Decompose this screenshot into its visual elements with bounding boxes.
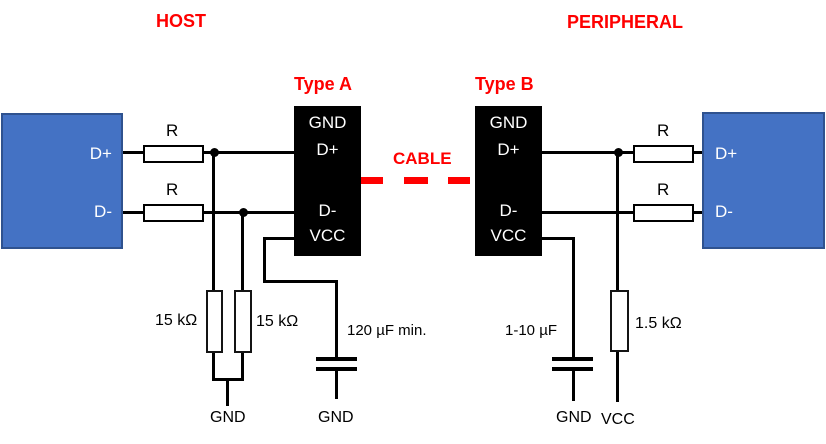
bypass-capacitor-value: 1-10 µF	[505, 322, 557, 339]
wire-typea-vcc	[263, 237, 266, 283]
wire-pulldown-left-top	[212, 153, 215, 290]
wire-peripheral-dplus	[542, 151, 633, 154]
bulk-capacitor-plate	[316, 357, 357, 361]
type-b-title: Type B	[475, 74, 534, 94]
bulk-capacitor-value: 120 µF min.	[347, 322, 427, 339]
type-b-pin-vcc: VCC	[490, 226, 527, 245]
bulk-capacitor-plate	[316, 367, 357, 371]
type-a-pin-gnd: GND	[308, 113, 347, 132]
type-a-title: Type A	[294, 74, 353, 94]
type-b-pin-dplus: D+	[497, 140, 520, 159]
wire-bulk-cap-gnd	[335, 371, 338, 399]
wire-typea-vcc	[335, 280, 338, 358]
type-a-pin-dminus: D-	[318, 201, 337, 220]
type-a-pin-vcc: VCC	[309, 226, 346, 245]
junction-dot-peripheral-dplus	[614, 148, 623, 157]
peripheral-device-block: D+ D-	[702, 112, 825, 249]
type-b-pin-dminus: D-	[499, 201, 518, 220]
pulldown-resistor-left	[206, 290, 223, 353]
wire-peripheral-dplus	[693, 151, 702, 154]
wire-host-dminus	[204, 211, 294, 214]
host-device-block: D+ D-	[1, 113, 123, 249]
peripheral-series-resistor-bottom	[633, 204, 694, 222]
cable-dash	[448, 177, 470, 184]
peripheral-series-resistor-top-label: R	[657, 121, 670, 140]
bypass-capacitor-gnd-label: GND	[556, 409, 592, 426]
type-b-pin-gnd: GND	[489, 113, 528, 132]
peripheral-dminus-pin-label: D-	[715, 202, 733, 221]
wire-typeb-vcc	[542, 237, 574, 240]
peripheral-dplus-pin-label: D+	[715, 144, 738, 163]
type-a-connector: GND D+ D- VCC	[294, 106, 361, 256]
wire-peripheral-dminus	[542, 211, 633, 214]
cable-dash	[404, 177, 428, 184]
host-title: HOST	[156, 11, 207, 31]
wire-typea-vcc	[263, 280, 338, 283]
peripheral-series-resistor-top	[633, 145, 694, 163]
wire-pullup-bottom	[616, 352, 619, 402]
wire-host-dplus	[204, 151, 294, 154]
wire-pullup-top	[616, 153, 619, 290]
pullup-resistor-value: 1.5 kΩ	[635, 315, 682, 332]
wire-pulldown-right-bottom	[241, 353, 244, 381]
host-series-resistor-top-label: R	[166, 121, 179, 140]
cable-dash	[361, 177, 383, 184]
bypass-capacitor-plate	[552, 357, 593, 361]
type-a-pin-dplus: D+	[316, 140, 339, 159]
host-dplus-pin-label: D+	[89, 144, 112, 163]
pullup-resistor	[610, 290, 629, 352]
wire-bypass-cap-gnd	[572, 371, 575, 401]
wire-pulldown-left-bottom	[212, 353, 215, 381]
peripheral-title: PERIPHERAL	[567, 12, 684, 32]
wire-host-dminus	[123, 211, 143, 214]
type-b-connector: GND D+ D- VCC	[475, 106, 542, 256]
wire-host-dplus	[123, 151, 143, 154]
wire-peripheral-dminus	[693, 211, 702, 214]
bypass-capacitor-plate	[552, 367, 593, 371]
host-series-resistor-bottom	[143, 204, 204, 222]
wire-pulldown-gnd-stem	[226, 378, 229, 406]
wire-typeb-vcc	[572, 237, 575, 358]
host-series-resistor-top	[143, 145, 204, 163]
peripheral-series-resistor-bottom-label: R	[657, 180, 670, 199]
host-dminus-pin-label: D-	[94, 202, 112, 221]
pulldown-right-value: 15 kΩ	[256, 313, 299, 330]
wire-typea-vcc	[263, 237, 294, 240]
pullup-vcc-label: VCC	[601, 411, 635, 428]
junction-dot-host-dplus	[210, 148, 219, 157]
host-series-resistor-bottom-label: R	[166, 180, 179, 199]
pulldown-left-value: 15 kΩ	[155, 312, 198, 329]
pulldown-gnd-label: GND	[210, 409, 246, 426]
pulldown-resistor-right	[234, 290, 252, 353]
cable-label: CABLE	[393, 149, 452, 168]
bulk-capacitor-gnd-label: GND	[318, 409, 354, 426]
wire-pulldown-right-top	[241, 212, 244, 290]
